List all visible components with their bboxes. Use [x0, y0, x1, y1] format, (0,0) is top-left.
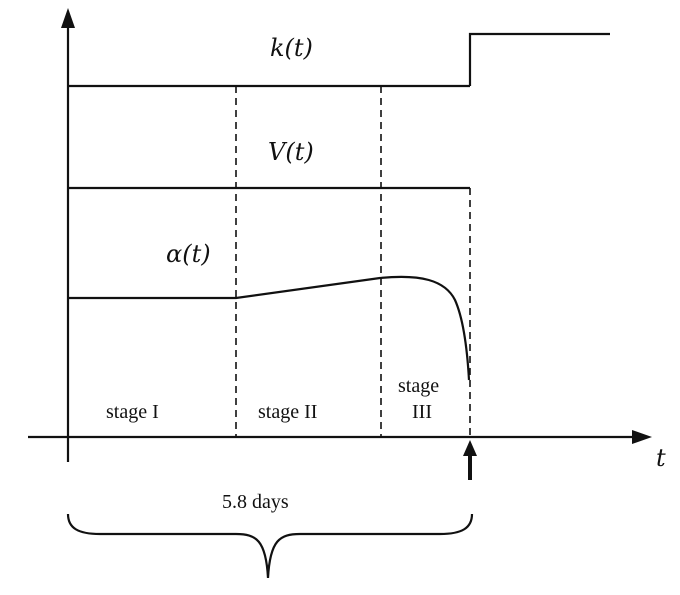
k-label: k(t) [270, 34, 313, 62]
duration-label: 5.8 days [222, 491, 289, 513]
stage-3-label-line1: stage [398, 375, 439, 397]
alpha-label: α(t) [166, 240, 211, 268]
event-arrow-icon [463, 440, 477, 456]
t-axis-label: t [656, 444, 666, 472]
x-axis-arrowhead [632, 430, 652, 444]
k-curve-step [468, 32, 610, 86]
stage-1-label: stage I [106, 401, 159, 423]
y-axis-arrowhead [61, 8, 75, 28]
stage-2-label: stage II [258, 401, 317, 423]
stage-3-label-line2: III [412, 401, 432, 423]
duration-brace [66, 513, 474, 579]
v-label: V(t) [268, 138, 314, 166]
alpha-curve [68, 275, 471, 381]
